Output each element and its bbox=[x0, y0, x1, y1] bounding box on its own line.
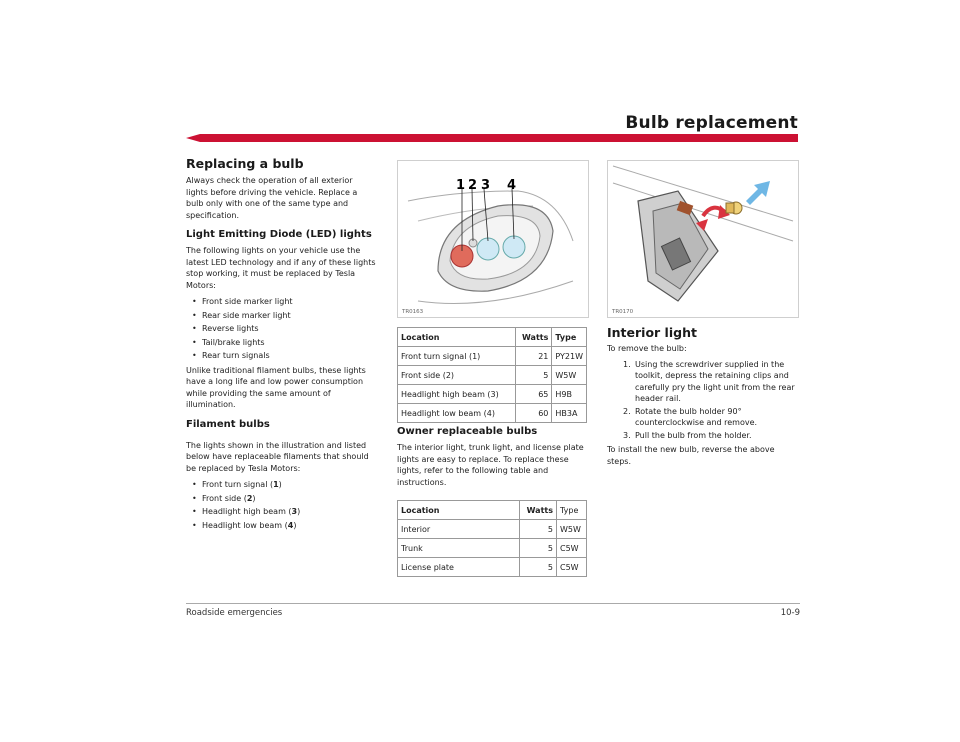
column-header: Watts bbox=[519, 500, 557, 520]
list-item: Headlight high beam (3) bbox=[186, 505, 376, 519]
interior-light-drawing bbox=[612, 165, 794, 302]
step-item: Rotate the bulb holder 90° counterclockw… bbox=[607, 406, 797, 429]
column-left: Replacing a bulb Always check the operat… bbox=[186, 156, 376, 532]
headlight-illustration: 1 2 3 4 TR0163 bbox=[397, 160, 589, 318]
page-number: 10-9 bbox=[780, 608, 800, 618]
callout-3: 3 bbox=[481, 178, 490, 193]
interior-outro: To install the new bulb, reverse the abo… bbox=[607, 445, 775, 466]
footer-section: Roadside emergencies bbox=[186, 608, 283, 618]
column-header: Type bbox=[556, 500, 587, 520]
footer-rule bbox=[186, 603, 800, 604]
led-heading: Light Emitting Diode (LED) lights bbox=[186, 229, 372, 240]
list-item: Rear side marker light bbox=[186, 309, 376, 323]
step-item: Using the screwdriver supplied in the to… bbox=[607, 359, 797, 405]
interior-light-heading: Interior light bbox=[607, 325, 697, 340]
list-item: Front side (2) bbox=[186, 492, 376, 506]
page-title: Bulb replacement bbox=[625, 113, 798, 133]
list-item: Rear turn signals bbox=[186, 349, 376, 363]
callout-4: 4 bbox=[507, 178, 516, 193]
column-header: Location bbox=[397, 500, 520, 520]
list-item: Front side marker light bbox=[186, 295, 376, 309]
filament-paragraph: The lights shown in the illustration and… bbox=[186, 440, 369, 473]
filament-bulb-table: Location Watts Type Front turn signal (1… bbox=[397, 327, 587, 423]
list-item: Headlight low beam (4) bbox=[186, 519, 376, 533]
led-paragraph: The following lights on your vehicle use… bbox=[186, 246, 376, 290]
filament-heading: Filament bulbs bbox=[186, 418, 270, 430]
interior-light-section: Interior light To remove the bulb: Using… bbox=[607, 325, 797, 467]
list-item: Front turn signal (1) bbox=[186, 478, 376, 492]
step-item: Pull the bulb from the holder. bbox=[607, 430, 797, 442]
list-item: Tail/brake lights bbox=[186, 336, 376, 350]
table-header-row: Location Watts Type bbox=[397, 500, 587, 520]
column-header: Watts bbox=[514, 327, 553, 347]
headlight-drawing: 1 2 3 4 bbox=[407, 178, 574, 304]
owner-bulbs-section: Owner replaceable bulbs The interior lig… bbox=[397, 426, 587, 488]
owner-bulbs-paragraph: The interior light, trunk light, and lic… bbox=[397, 443, 584, 487]
table-header-row: Location Watts Type bbox=[397, 327, 587, 347]
owner-bulbs-heading: Owner replaceable bulbs bbox=[397, 426, 538, 437]
intro-paragraph: Always check the operation of all exteri… bbox=[186, 176, 358, 220]
steps-list: Using the screwdriver supplied in the to… bbox=[607, 359, 797, 442]
header-rule bbox=[186, 134, 798, 142]
column-header: Location bbox=[397, 327, 516, 347]
figure-tag: TR0163 bbox=[402, 309, 424, 315]
led-list: Front side marker light Rear side marker… bbox=[186, 295, 376, 363]
interior-light-illustration: TR0170 bbox=[607, 160, 799, 318]
list-item: Reverse lights bbox=[186, 322, 376, 336]
filament-list: Front turn signal (1) Front side (2) Hea… bbox=[186, 478, 376, 532]
column-header: Type bbox=[551, 327, 587, 347]
figure-tag: TR0170 bbox=[612, 309, 634, 315]
callout-1: 1 bbox=[456, 178, 465, 193]
led-after-paragraph: Unlike traditional filament bulbs, these… bbox=[186, 365, 366, 410]
interior-intro: To remove the bulb: bbox=[607, 344, 687, 353]
callout-2: 2 bbox=[468, 178, 477, 193]
section-heading-replacing: Replacing a bulb bbox=[186, 156, 304, 171]
